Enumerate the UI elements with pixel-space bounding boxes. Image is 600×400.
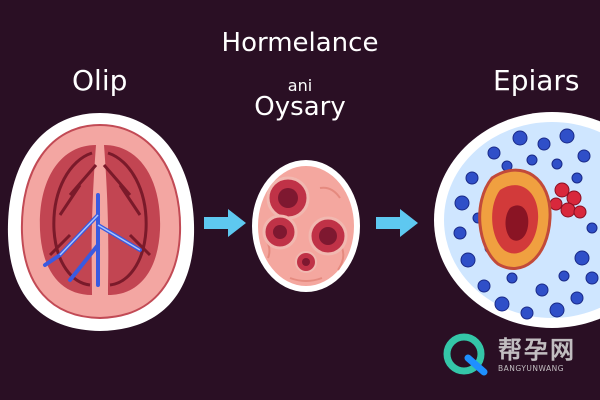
- watermark-text-en: BANGYUNWANG: [498, 364, 565, 373]
- left-stage-label: Olip: [72, 64, 128, 97]
- right-arrow-icon: [204, 209, 246, 237]
- watermark: 帮孕网 BANGYUNWANG: [440, 330, 590, 380]
- diagram-subtitle: Oysary: [254, 92, 346, 122]
- diagram-title: Hormelance: [221, 28, 379, 58]
- cell-tissue-icon: [434, 112, 600, 328]
- ovary-cross-section-icon: [7, 113, 195, 331]
- follicle-cluster-icon: [252, 160, 360, 292]
- diagram-subtitle-small: ani: [287, 76, 313, 95]
- right-stage-label: Epiars: [493, 64, 580, 97]
- watermark-text-cn: 帮孕网: [498, 336, 576, 364]
- q-logo-icon: [443, 333, 488, 376]
- right-arrow-icon: [376, 209, 418, 237]
